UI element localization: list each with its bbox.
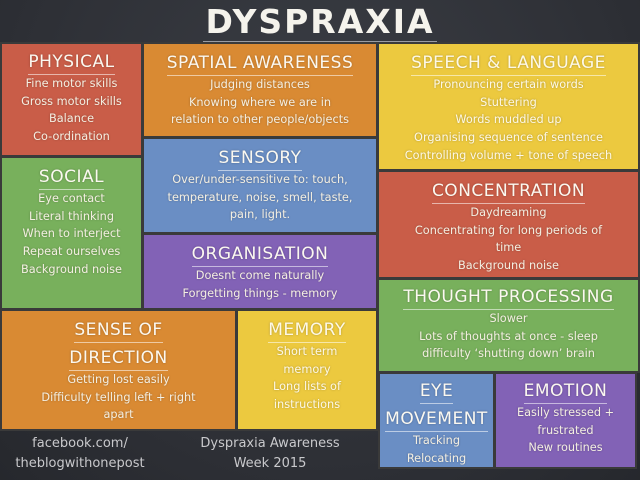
- footer-facebook-credit: facebook.com/ theblogwithonepost: [0, 434, 160, 474]
- panel-item: Repeat ourselves: [22, 245, 121, 259]
- panel-heading: EYE: [419, 380, 454, 404]
- panel-item: Relocating: [406, 451, 467, 465]
- panel-heading: PHYSICAL: [28, 51, 115, 75]
- panel-item: time: [495, 241, 522, 255]
- panel-item: Co-ordination: [33, 130, 110, 144]
- panel-item: Short term: [276, 344, 338, 358]
- panel-physical: PHYSICAL Fine motor skills Gross motor s…: [0, 42, 143, 157]
- panel-item: Controlling volume + tone of speech: [404, 148, 613, 162]
- footer-awareness-week: Dyspraxia Awareness Week 2015: [180, 434, 360, 474]
- panel-emotion: EMOTION Easily stressed + frustrated New…: [494, 372, 637, 469]
- panel-heading: MEMORY: [268, 319, 346, 343]
- panel-eye-movement: EYE MOVEMENT Tracking Relocating: [378, 372, 495, 469]
- panel-item: Lots of thoughts at once - sleep: [419, 329, 598, 343]
- panel-item: difficulty ‘shutting down’ brain: [422, 347, 595, 361]
- footer-right-line1: Dyspraxia Awareness: [200, 436, 340, 451]
- panel-item: pain, light.: [229, 208, 291, 222]
- panel-heading-line2: DIRECTION: [69, 347, 168, 371]
- panel-heading: CONCENTRATION: [431, 180, 586, 204]
- panel-item: Judging distances: [210, 77, 310, 91]
- panel-concentration: CONCENTRATION Daydreaming Concentrating …: [377, 170, 640, 279]
- panel-item: Background noise: [457, 259, 560, 273]
- panel-heading: ORGANISATION: [191, 243, 329, 267]
- panel-item: Knowing where we are in: [188, 95, 331, 109]
- panel-item: Long lists of: [273, 380, 341, 394]
- panel-heading: THOUGHT PROCESSING: [403, 286, 614, 310]
- panel-item: Fine motor skills: [25, 76, 118, 90]
- panel-item: Pronouncing certain words: [433, 77, 584, 91]
- panel-social: SOCIAL Eye contact Literal thinking When…: [0, 156, 143, 310]
- panel-heading: SENSE OF: [74, 319, 163, 343]
- panel-item: instructions: [273, 398, 341, 412]
- panel-item: Forgetting things - memory: [182, 286, 338, 300]
- footer-left-line1: facebook.com/: [32, 436, 128, 451]
- panel-item: Tracking: [412, 433, 461, 447]
- panel-item: Over/under-sensitive to: touch,: [172, 172, 348, 186]
- panel-heading: SPEECH & LANGUAGE: [411, 52, 606, 76]
- panel-sensory: SENSORY Over/under-sensitive to: touch, …: [142, 137, 378, 234]
- page-title: DYSPRAXIA: [0, 2, 640, 43]
- panel-item: Easily stressed +: [516, 405, 615, 419]
- panel-spatial-awareness: SPATIAL AWARENESS Judging distances Know…: [142, 42, 378, 138]
- panel-item: temperature, noise, smell, taste,: [167, 190, 353, 204]
- panel-item: Daydreaming: [470, 205, 547, 219]
- panel-heading: SPATIAL AWARENESS: [166, 52, 354, 76]
- panel-item: Slower: [489, 311, 528, 325]
- panel-item: Words muddled up: [455, 113, 562, 127]
- panel-item: Getting lost easily: [67, 372, 170, 386]
- panel-speech-language: SPEECH & LANGUAGE Pronouncing certain wo…: [377, 42, 640, 171]
- panel-item: memory: [283, 362, 331, 376]
- panel-item: relation to other people/objects: [170, 113, 350, 127]
- panel-item: Concentrating for long periods of: [414, 223, 603, 237]
- panel-item: Balance: [48, 112, 95, 126]
- panel-memory: MEMORY Short term memory Long lists of i…: [236, 309, 378, 431]
- panel-sense-of-direction: SENSE OF DIRECTION Getting lost easily D…: [0, 309, 237, 431]
- panel-item: New routines: [528, 441, 603, 455]
- panel-thought-processing: THOUGHT PROCESSING Slower Lots of though…: [377, 278, 640, 373]
- panel-item: Difficulty telling left + right: [41, 390, 196, 404]
- panel-item: Stuttering: [480, 95, 537, 109]
- panel-organisation: ORGANISATION Doesnt come naturally Forge…: [142, 233, 378, 310]
- panel-item: Background noise: [20, 262, 123, 276]
- panel-heading: EMOTION: [523, 380, 608, 404]
- panel-item: When to interject: [22, 227, 121, 241]
- panel-item: frustrated: [537, 423, 594, 437]
- footer-right-line2: Week 2015: [233, 456, 307, 472]
- panel-item: Doesnt come naturally: [195, 268, 325, 282]
- panel-item: apart: [103, 408, 134, 422]
- panel-heading-line2: MOVEMENT: [385, 408, 488, 432]
- panel-item: Organising sequence of sentence: [414, 131, 603, 145]
- title-text: DYSPRAXIA: [203, 2, 437, 43]
- panel-heading: SENSORY: [218, 147, 302, 171]
- panel-item: Eye contact: [38, 191, 105, 205]
- panel-item: Literal thinking: [28, 209, 114, 223]
- panel-heading: SOCIAL: [38, 166, 105, 190]
- footer-left-line2: theblogwithonepost: [15, 456, 145, 472]
- panel-item: Gross motor skills: [21, 94, 122, 108]
